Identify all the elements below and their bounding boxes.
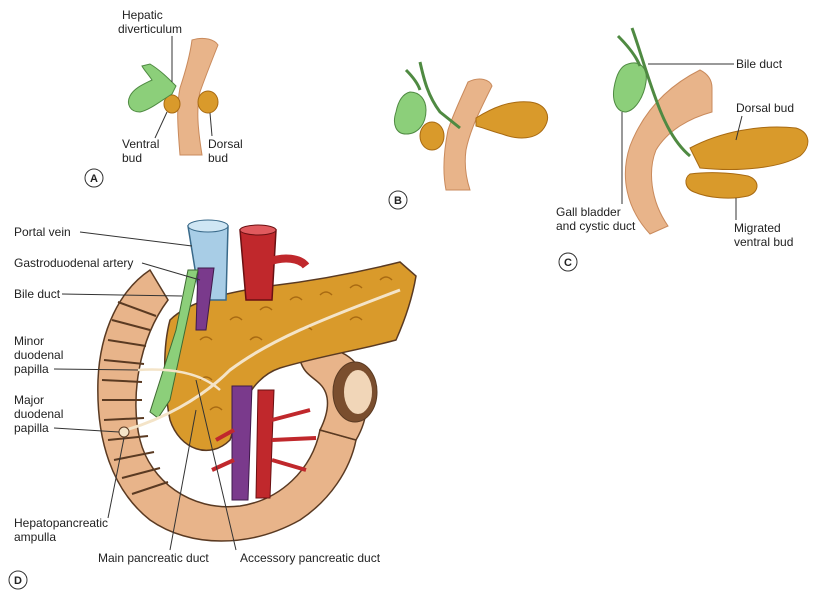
panel-c-letter: C <box>564 257 572 269</box>
panel-b-duodenum <box>444 79 492 190</box>
panel-d-portal-label: Portal vein <box>14 225 71 239</box>
panel-d-smv <box>232 386 252 500</box>
panel-a-ventral-label-2: bud <box>122 151 142 165</box>
panel-c-migrated-label-2: ventral bud <box>734 235 793 249</box>
panel-a-hepatic-label-1: Hepatic <box>122 8 163 22</box>
panel-a-hepatic-label-2: diverticulum <box>118 22 182 36</box>
panel-d-accessory-duct-label: Accessory pancreatic duct <box>240 551 381 565</box>
panel-b-letter: B <box>394 195 402 207</box>
panel-d-minor-label-2: duodenal <box>14 348 63 362</box>
panel-d-ampulla-label-2: ampulla <box>14 530 56 544</box>
panel-d: Portal vein Gastroduodenal artery Bile d… <box>9 220 416 589</box>
panel-c-bile-duct-label: Bile duct <box>736 57 783 71</box>
panel-c-migrated-label-1: Migrated <box>734 221 781 235</box>
panel-d-minor-label-3: papilla <box>14 362 49 376</box>
panel-a-dorsal-label-1: Dorsal <box>208 137 243 151</box>
panel-d-jejunum-lumen-inner <box>344 370 372 414</box>
panel-d-gastro-label: Gastroduodenal artery <box>14 256 133 270</box>
panel-d-major-label-2: duodenal <box>14 407 63 421</box>
panel-a-letter: A <box>90 173 98 185</box>
panel-b-ventral-bud <box>420 122 444 150</box>
panel-b-dorsal-pancreas <box>476 102 548 138</box>
panel-d-portal-leader <box>80 232 192 246</box>
panel-d-aorta-top <box>240 225 276 235</box>
panel-d-sma <box>256 390 274 498</box>
panel-b: B <box>389 62 548 209</box>
panel-d-major-label-3: papilla <box>14 421 49 435</box>
panel-a-dorsal-label-2: bud <box>208 151 228 165</box>
panel-d-bile-label: Bile duct <box>14 287 61 301</box>
panel-c-gall-label-2: and cystic duct <box>556 219 636 233</box>
panel-c-gall-label-1: Gall bladder <box>556 205 621 219</box>
panel-b-gall-bladder <box>394 92 426 134</box>
panel-d-portal-vein-top <box>188 220 228 232</box>
panel-c-dorsal-bud <box>690 127 808 170</box>
panel-a-dorsal-leader <box>210 113 212 136</box>
panel-d-letter: D <box>14 575 22 587</box>
panel-d-main-duct-label: Main pancreatic duct <box>98 551 209 565</box>
panel-a-ventral-leader <box>155 112 167 138</box>
panel-c-gall-bladder <box>614 63 647 112</box>
panel-c-migrated-ventral-bud <box>686 173 757 198</box>
panel-c-dorsal-label: Dorsal bud <box>736 101 794 115</box>
panel-a: Hepatic diverticulum Ventral bud Dorsal … <box>85 8 243 187</box>
panel-d-major-label-1: Major <box>14 393 44 407</box>
panel-d-minor-label-1: Minor <box>14 334 44 348</box>
panel-c: Bile duct Dorsal bud Gall bladder and cy… <box>556 28 808 271</box>
panel-a-ventral-label-1: Ventral <box>122 137 159 151</box>
panel-b-hepatic-branch <box>406 70 420 90</box>
panel-a-dorsal-bud <box>198 91 218 113</box>
panel-d-major-papilla <box>119 427 129 437</box>
panel-d-ampulla-label-1: Hepatopancreatic <box>14 516 108 530</box>
